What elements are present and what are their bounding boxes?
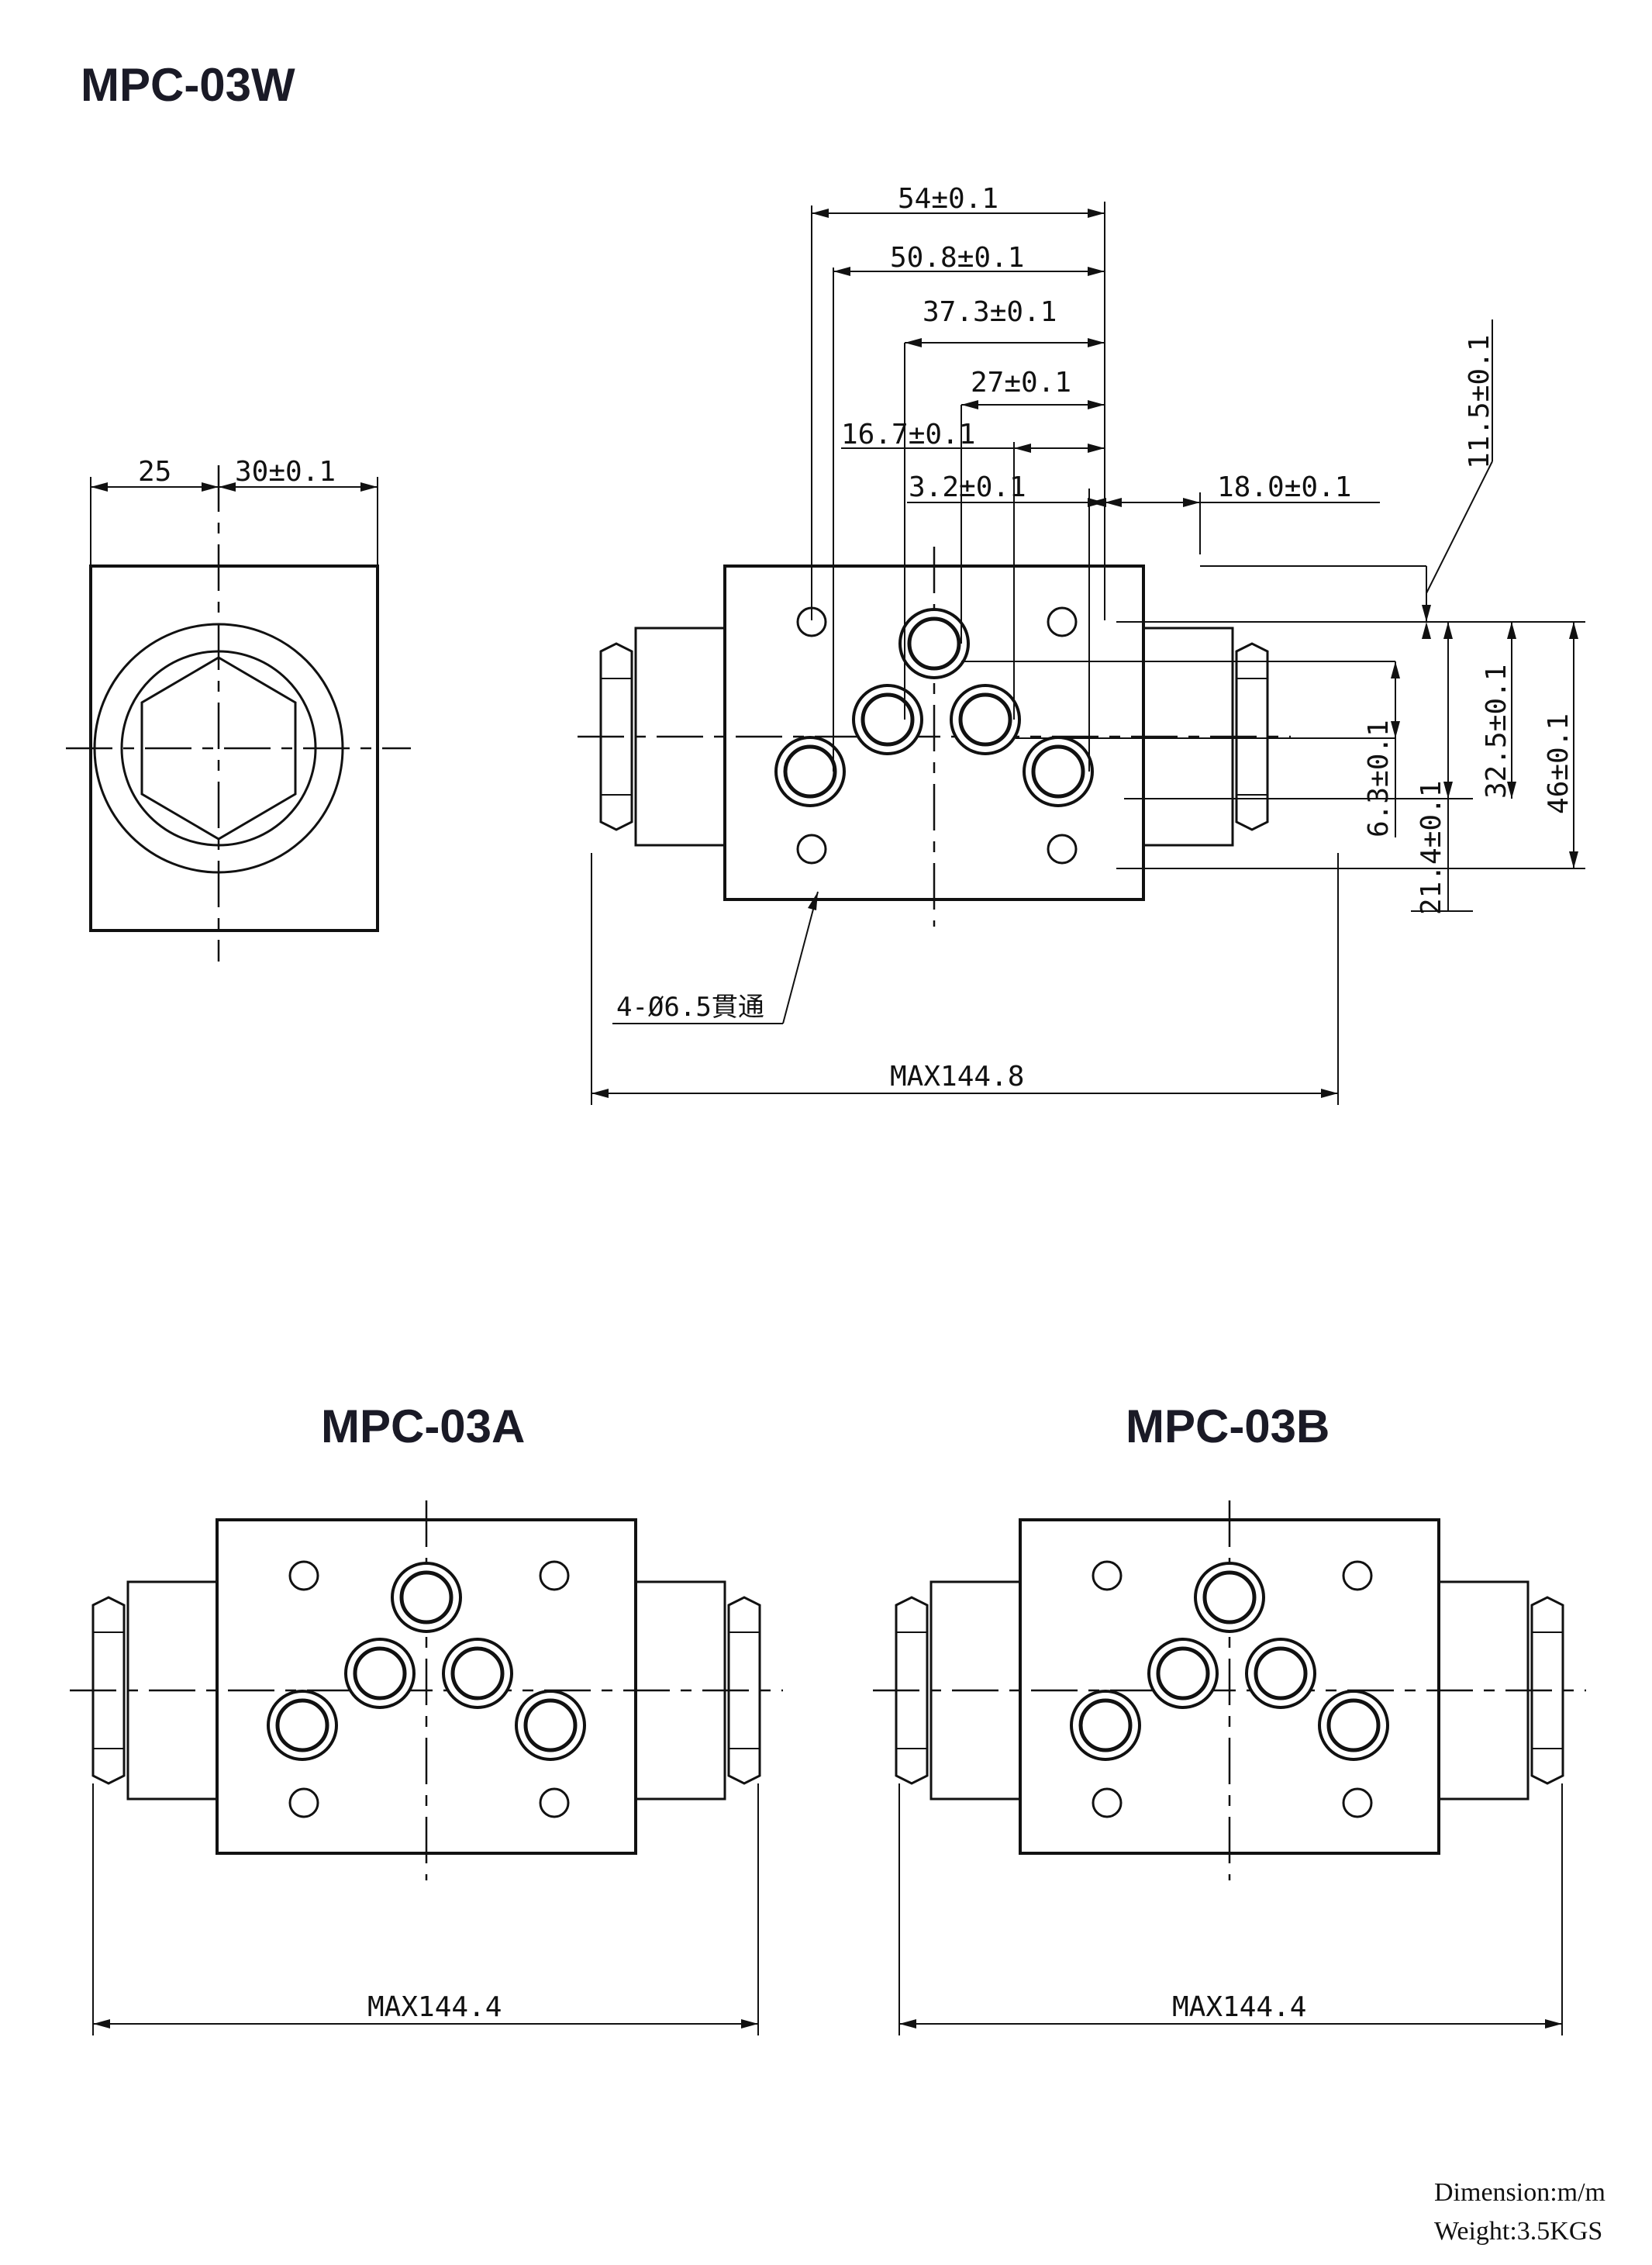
dim-side-center: 30±0.1	[235, 456, 336, 488]
mpc-03w-view: 54±0.1 50.8±0.1 37.3±0.1 27±0.1 16.7±0.1…	[578, 183, 1585, 1105]
dim-hole-note: 4-Ø6.5貫通	[616, 992, 764, 1023]
dim-18-0: 18.0±0.1	[1217, 471, 1351, 503]
dim-50-8: 50.8±0.1	[890, 242, 1024, 274]
dim-21-4: 21.4±0.1	[1416, 781, 1447, 915]
dim-max-w: MAX144.8	[890, 1061, 1024, 1093]
dim-27: 27±0.1	[971, 367, 1071, 399]
title-mpc-03b: MPC-03B	[1126, 1400, 1330, 1452]
side-view: 25 30±0.1	[66, 456, 411, 962]
dim-side-width: 25	[138, 456, 171, 488]
dim-6-3: 6.3±0.1	[1363, 720, 1395, 837]
note-weight: Weight:3.5KGS	[1434, 2217, 1602, 2246]
dim-37-3: 37.3±0.1	[923, 296, 1057, 328]
dim-54: 54±0.1	[898, 183, 998, 215]
dim-11-5: 11.5±0.1	[1464, 335, 1495, 469]
dim-3-2: 3.2±0.1	[909, 471, 1026, 503]
dim-16-7: 16.7±0.1	[841, 419, 975, 451]
dim-max-a: MAX144.4	[367, 1991, 502, 2023]
dim-max-b: MAX144.4	[1172, 1991, 1306, 2023]
title-mpc-03a: MPC-03A	[321, 1400, 525, 1452]
mpc-03b-view: MAX144.4	[873, 1500, 1586, 2035]
title-mpc-03w: MPC-03W	[81, 59, 295, 111]
dim-46: 46±0.1	[1543, 713, 1574, 814]
dim-32-5: 32.5±0.1	[1481, 665, 1512, 799]
note-dimension-unit: Dimension:m/m	[1434, 2178, 1605, 2207]
mpc-03a-view: MAX144.4	[70, 1500, 783, 2035]
